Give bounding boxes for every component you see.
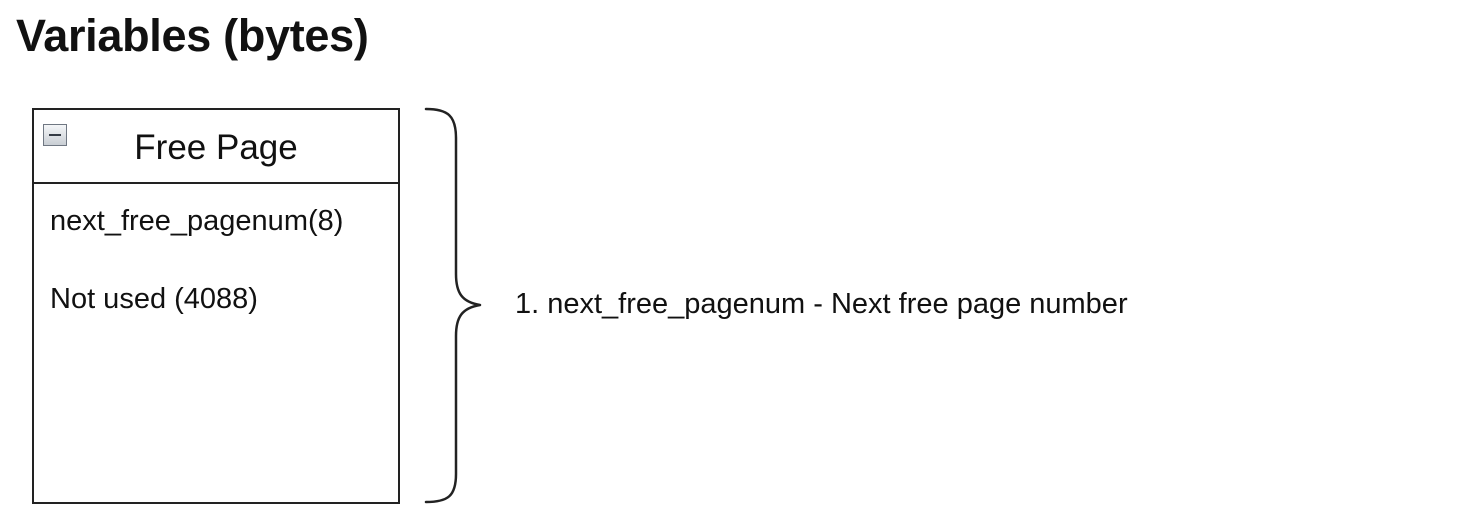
field-not-used: Not used (4088) [50,283,258,315]
page-title: Variables (bytes) [16,10,369,61]
field-description-note: 1. next_free_pagenum - Next free page nu… [515,288,1128,320]
right-curly-brace [424,107,482,504]
entity-header: Free Page [34,110,398,184]
field-next-free-pagenum: next_free_pagenum(8) [50,205,344,237]
entity-title: Free Page [134,128,298,167]
free-page-entity-box[interactable]: Free Page next_free_pagenum(8) Not used … [32,108,400,504]
collapse-minus-icon[interactable] [43,124,67,146]
